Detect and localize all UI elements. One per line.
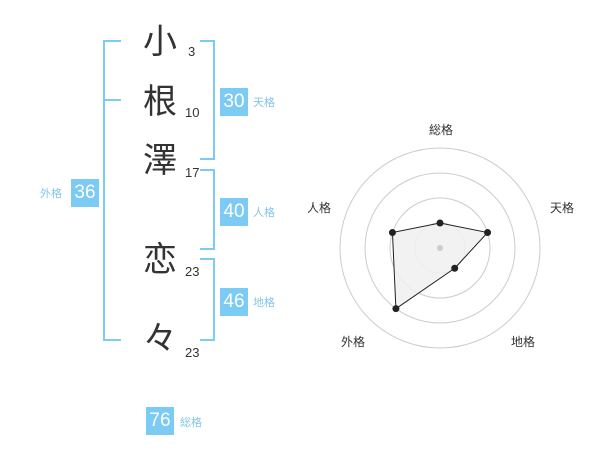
radar-point-1	[436, 219, 444, 227]
radar-point-4	[392, 305, 400, 313]
name-char-5: 々	[143, 319, 177, 359]
radar-point-5	[388, 229, 396, 237]
radar-ring-3	[364, 172, 516, 324]
gaikaku-label: 外格	[40, 187, 62, 200]
radar-axis-label-jinkaku: 人格	[307, 201, 332, 215]
radar-axis-label-soukaku: 総格	[429, 123, 454, 137]
tenkaku-bracket	[200, 40, 215, 160]
name-char-3: 澤	[143, 141, 177, 181]
radar-axis-label-chikaku: 地格	[511, 335, 536, 349]
name-char-1: 小	[143, 22, 177, 62]
jinkaku-badge: 40	[220, 198, 248, 226]
radar-polygon	[391, 222, 489, 310]
stroke-count-3: 17	[185, 165, 200, 180]
chikaku-bracket	[200, 258, 215, 341]
jinkaku-label: 人格	[253, 206, 275, 219]
radar-center-dot	[437, 245, 443, 251]
radar-axis-label-tenkaku: 天格	[550, 201, 575, 215]
tenkaku-badge: 30	[220, 88, 248, 116]
stroke-count-2: 10	[185, 105, 200, 120]
name-char-4: 恋	[143, 240, 177, 280]
stroke-count-5: 23	[185, 345, 200, 360]
jinkaku-bracket	[200, 169, 215, 250]
tenkaku-label: 天格	[253, 96, 275, 109]
radar-point-3	[451, 264, 459, 272]
stroke-count-4: 23	[185, 264, 200, 279]
chikaku-label: 地格	[253, 296, 275, 309]
chikaku-badge: 46	[220, 288, 248, 316]
soukaku-badge: 76	[146, 407, 174, 435]
radar-ring-2	[389, 197, 491, 299]
name-char-2: 根	[143, 82, 177, 122]
radar-ring-4	[339, 147, 541, 349]
soukaku-label: 総格	[180, 416, 202, 429]
gaikaku-badge: 36	[71, 179, 99, 207]
stroke-count-1: 3	[188, 44, 196, 59]
radar-axis-label-gaikaku: 外格	[341, 335, 366, 349]
gaikaku-bracket	[103, 40, 121, 341]
radar-point-2	[484, 229, 492, 237]
